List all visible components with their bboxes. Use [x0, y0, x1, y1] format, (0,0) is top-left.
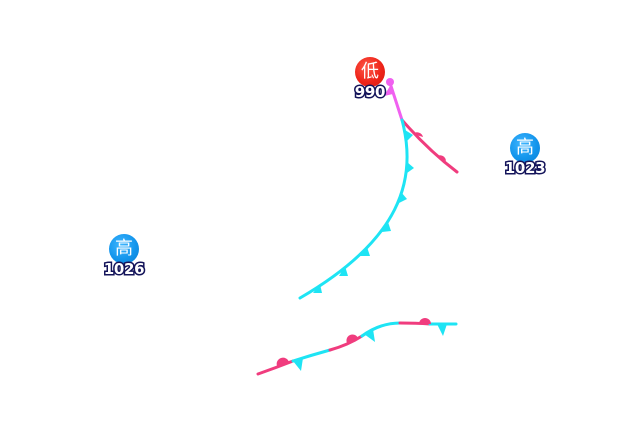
occluded-front-line	[388, 81, 404, 122]
stationary-front-warm-symbol	[276, 357, 289, 366]
stationary-front-warm-segment	[256, 359, 295, 376]
high-pressure-symbol: 高	[510, 133, 540, 163]
stationary-front-cold-symbol	[293, 358, 303, 371]
cold-front-north-symbol	[399, 192, 407, 203]
warm-front-north-line	[400, 118, 459, 174]
cold-front-north-line	[298, 118, 409, 300]
high-pressure-center-west: 高 1026	[94, 234, 154, 279]
low-pressure-symbol: 低	[355, 57, 385, 87]
low-pressure-center: 低 990	[340, 57, 400, 102]
stationary-front-warm-segment	[328, 334, 364, 352]
warm-front-north-symbol	[437, 155, 446, 161]
warm-front-north-symbol	[413, 132, 423, 137]
high-pressure-value: 1026	[102, 260, 146, 279]
stationary-front-warm-symbol	[419, 318, 431, 324]
cold-front-north-symbol	[360, 247, 370, 256]
occluded-front-symbol	[384, 86, 393, 96]
high-pressure-center-east: 高 1023	[495, 133, 555, 178]
cold-front-north-symbol	[313, 284, 322, 293]
stationary-front-warm-symbol	[346, 334, 358, 343]
cold-front-north-symbol	[405, 130, 413, 141]
high-pressure-value: 1023	[503, 159, 547, 178]
low-pressure-value: 990	[353, 83, 387, 102]
stationary-front-cold-symbol	[364, 329, 375, 342]
occluded-front-symbol	[386, 78, 394, 86]
stationary-front-cold-segment	[291, 348, 332, 363]
stationary-front-cold-symbol	[437, 324, 447, 336]
high-pressure-symbol: 高	[109, 234, 139, 264]
cold-front-north-symbol	[407, 162, 414, 173]
cold-front-north-symbol	[382, 222, 391, 232]
cold-front-north-symbol	[339, 266, 348, 276]
